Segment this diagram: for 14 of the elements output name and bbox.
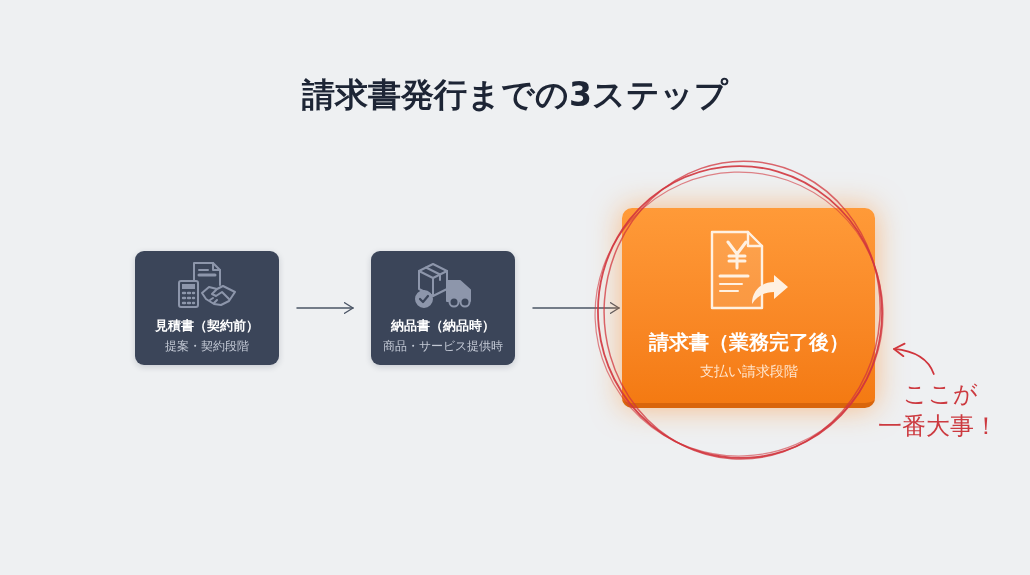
step-subtitle: 提案・契約段階 [165,339,249,355]
diagram-title: 請求書発行までの3ステップ [302,74,728,116]
step-card [135,251,279,365]
curved-arrow [893,343,935,375]
step-card [371,251,515,365]
handwritten-note: ここが一番大事！ [878,378,1001,443]
arrow [296,302,354,314]
arrow [532,302,620,314]
step-subtitle: 商品・サービス提供時 [383,339,503,355]
step-title: 請求書（業務完了後） [648,330,849,355]
step-title: 納品書（納品時） [391,318,495,335]
highlighted-step-card [622,208,875,408]
step-subtitle: 支払い請求段階 [699,363,798,380]
step-title: 見積書（契約前） [155,318,259,335]
